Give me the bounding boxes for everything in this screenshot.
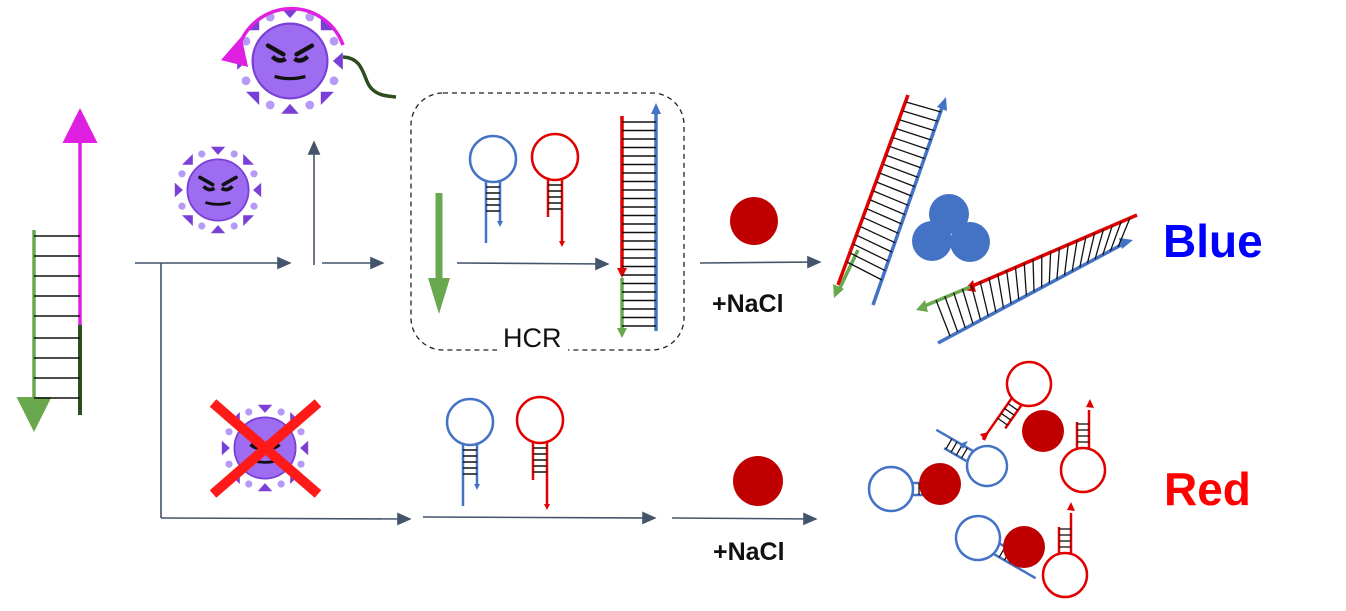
base-pair-rung	[853, 243, 889, 262]
long-duplex-lower	[916, 213, 1138, 345]
base-pair-rung	[856, 234, 893, 253]
base-pair-rung	[970, 284, 982, 320]
base-pair-rung	[846, 261, 883, 281]
virus-icon	[173, 145, 264, 235]
base-pair-rung	[886, 154, 922, 169]
hcr-label: HCR	[497, 323, 568, 354]
base-pair-rung	[882, 163, 919, 178]
base-pair-rung	[859, 225, 896, 244]
base-pair-rung	[1109, 221, 1122, 252]
base-pair-rung	[1014, 266, 1020, 300]
result-positive-label: Blue	[1163, 215, 1263, 267]
hairpin-icon	[515, 395, 565, 512]
nanoparticle-icon	[733, 456, 783, 506]
hcr-product-duplex	[617, 103, 661, 338]
base-pair-rung	[1063, 244, 1069, 276]
base-pair-rung	[997, 273, 1005, 308]
virus-bound-icon	[220, 8, 397, 114]
base-pair-rung	[866, 208, 902, 225]
base-pair-rung	[872, 190, 909, 206]
hairpin-icon	[468, 134, 518, 245]
hairpin-icon	[530, 132, 580, 249]
base-pair-rung	[935, 299, 951, 337]
base-pair-rung	[892, 136, 929, 150]
base-pair-rung	[876, 181, 912, 197]
base-pair-rung	[902, 110, 938, 122]
virus-absent-icon	[209, 399, 322, 498]
hairpin-icon	[445, 397, 495, 508]
base-pair-rung	[944, 296, 959, 333]
base-pair-rung	[953, 292, 966, 329]
base-pair-rung	[1071, 240, 1078, 272]
base-pair-rung	[1048, 251, 1052, 284]
base-pair-rung	[979, 281, 989, 316]
base-pair-rung	[1005, 270, 1012, 304]
base-pair-rung	[1032, 258, 1035, 292]
base-pair-rung	[1102, 225, 1113, 256]
nacl-label-bottom: +NaCl	[713, 538, 785, 566]
base-pair-rung	[889, 145, 925, 160]
base-pair-rung	[849, 252, 886, 272]
nanoparticle-aggregate	[912, 194, 990, 262]
base-pair-rung	[869, 199, 906, 216]
nanoparticle-icon	[730, 197, 778, 245]
base-pair-rung	[1086, 232, 1096, 264]
dispersed-particles	[867, 360, 1107, 599]
base-pair-rung	[899, 119, 935, 132]
base-pair-rung	[988, 277, 997, 312]
base-pair-rung	[1094, 229, 1105, 260]
flow-arrows	[135, 140, 822, 526]
nacl-label-top: +NaCl	[712, 290, 784, 318]
dna-duplex-probe	[16, 108, 98, 432]
base-pair-rung	[863, 216, 899, 234]
base-pair-rung	[1056, 247, 1061, 280]
result-negative-label: Red	[1164, 463, 1251, 515]
base-pair-rung	[1117, 217, 1131, 248]
base-pair-rung	[1023, 262, 1028, 296]
base-pair-rung	[1079, 236, 1087, 268]
base-pair-rung	[905, 101, 942, 113]
long-duplex-upper	[833, 94, 947, 306]
base-pair-rung	[895, 128, 932, 141]
hcr-reaction-box	[410, 92, 685, 351]
base-pair-rung	[961, 288, 974, 325]
base-pair-rung	[879, 172, 916, 188]
cross-icon	[209, 399, 322, 498]
